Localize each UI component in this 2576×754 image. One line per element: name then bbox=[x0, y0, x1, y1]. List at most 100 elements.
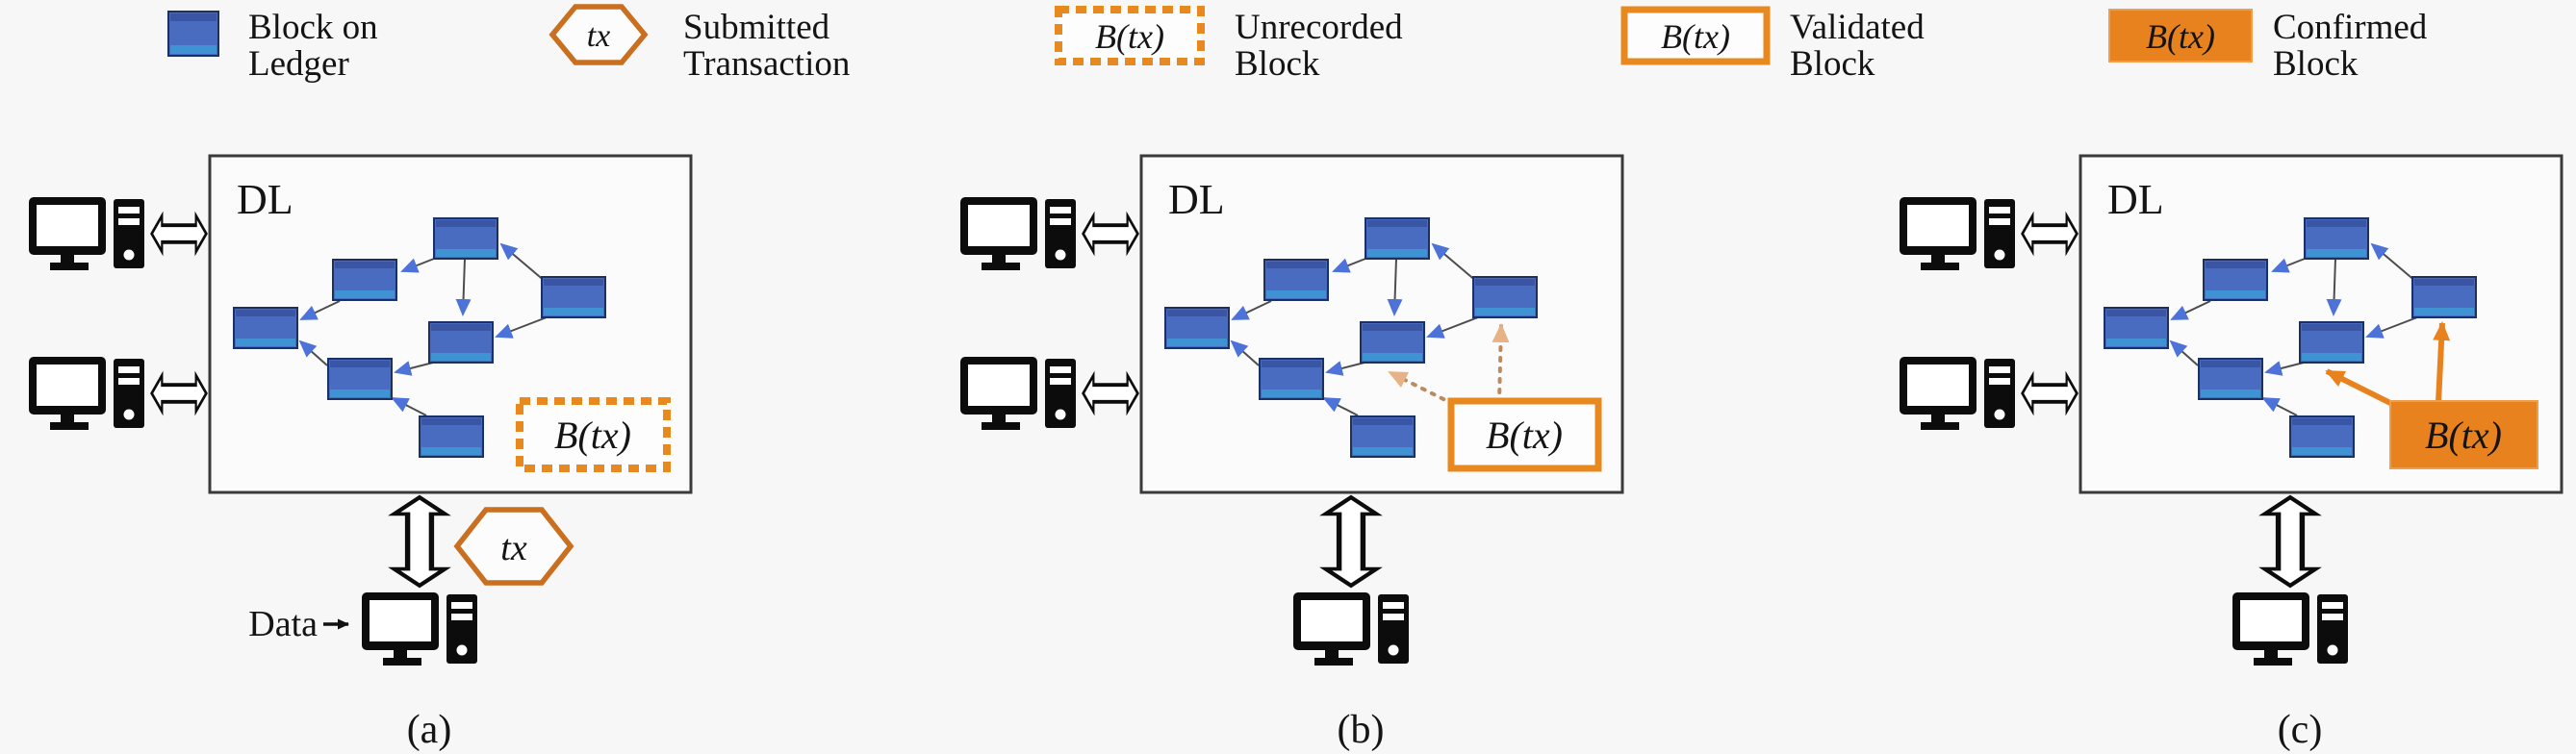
panel-b: DL B(tx) bbox=[960, 154, 1624, 752]
ledger-block bbox=[2304, 217, 2369, 260]
computer-icon bbox=[2232, 592, 2348, 666]
badge-text: B(tx) bbox=[2425, 414, 2502, 457]
legend-label: Block bbox=[1790, 44, 1875, 84]
legend-label: Block on bbox=[248, 8, 378, 47]
double-arrow-icon bbox=[149, 373, 209, 414]
dag-edges bbox=[1230, 242, 1479, 416]
panel-caption: (b) bbox=[1338, 708, 1385, 752]
tx-symbol-text: tx bbox=[587, 18, 611, 54]
ledger-block bbox=[419, 415, 484, 458]
double-arrow-icon bbox=[1081, 214, 1140, 254]
double-arrow-icon bbox=[149, 214, 209, 254]
badge-symbol-text: B(tx) bbox=[1095, 17, 1164, 56]
ledger-block bbox=[428, 321, 494, 364]
dag-edge bbox=[394, 361, 434, 376]
dag-edge bbox=[1332, 256, 1371, 273]
tx-hexagon-icon bbox=[548, 4, 649, 65]
dag-edge bbox=[2271, 256, 2310, 273]
legend-label: Submitted bbox=[683, 8, 830, 47]
dl-label: DL bbox=[237, 176, 293, 223]
ledger-block bbox=[1472, 276, 1538, 318]
dag-edge bbox=[2326, 258, 2342, 316]
dag-edge bbox=[391, 397, 427, 416]
badge-text: B(tx) bbox=[1486, 414, 1563, 457]
dag-edge bbox=[1325, 361, 1365, 376]
dag-edge bbox=[2169, 339, 2199, 366]
tx-hexagon-icon bbox=[453, 507, 574, 586]
ledger-block bbox=[541, 276, 606, 318]
dag-edge bbox=[298, 339, 328, 366]
dag-edge bbox=[455, 258, 472, 316]
computer-icon bbox=[1900, 197, 2015, 270]
legend-label: Block bbox=[1235, 44, 1320, 84]
ledger-block bbox=[2411, 276, 2477, 318]
ledger-block bbox=[332, 259, 397, 301]
confirmed-block-icon bbox=[2108, 9, 2253, 63]
dag-edge bbox=[1230, 339, 1260, 366]
legend-label: Unrecorded bbox=[1235, 8, 1403, 47]
panel-caption: (c) bbox=[2278, 708, 2323, 752]
legend-label: Ledger bbox=[248, 44, 349, 84]
legend-item-unrecorded-block: B(tx) Unrecorded Block bbox=[1055, 6, 1403, 84]
unrecorded-block-badge: B(tx) bbox=[516, 397, 671, 472]
ledger-block bbox=[1360, 321, 1425, 364]
dag-edge bbox=[1431, 242, 1478, 283]
ledger-block bbox=[2299, 321, 2364, 364]
badge-symbol-text: B(tx) bbox=[1661, 17, 1730, 56]
confirmation-arrow bbox=[2433, 321, 2451, 404]
ledger-block bbox=[1350, 415, 1416, 458]
dag-edge bbox=[1387, 258, 1403, 316]
computer-icon bbox=[1900, 357, 2015, 430]
submitted-transaction: tx bbox=[453, 507, 574, 586]
legend-label: Block bbox=[2273, 44, 2359, 84]
legend-item-confirmed-block: B(tx) Confirmed Block bbox=[2108, 8, 2428, 84]
unrecorded-block-icon bbox=[1055, 6, 1205, 65]
ledger-block bbox=[1365, 217, 1430, 260]
double-arrow-icon bbox=[2020, 373, 2079, 414]
panel-c: DL B(tx) bbox=[1900, 154, 2563, 752]
ledger-block bbox=[327, 358, 393, 400]
double-arrow-icon bbox=[2020, 214, 2079, 254]
computer-icon bbox=[29, 197, 144, 270]
legend-item-validated-block: B(tx) Validated Block bbox=[1620, 6, 1925, 84]
ledger-block bbox=[2198, 358, 2263, 400]
double-arrow-icon bbox=[1081, 373, 1140, 414]
legend-item-block-on-ledger: Block on Ledger bbox=[167, 8, 378, 84]
legend-label: Confirmed bbox=[2273, 8, 2428, 47]
dag-edge bbox=[499, 242, 547, 283]
dag-edge bbox=[1322, 397, 1359, 416]
computer-icon bbox=[1293, 592, 1409, 666]
data-input: Data bbox=[248, 604, 349, 644]
ledger-block bbox=[2289, 415, 2355, 458]
computer-icon bbox=[362, 592, 477, 666]
computer-icon bbox=[960, 197, 1076, 270]
legend-item-submitted-transaction: tx Submitted Transaction bbox=[548, 4, 850, 84]
ledger-block bbox=[233, 307, 298, 349]
badge-box bbox=[2389, 400, 2538, 469]
dag-edge bbox=[2261, 397, 2298, 416]
dag-edge bbox=[2365, 316, 2418, 339]
legend-label: Transaction bbox=[683, 44, 850, 84]
ledger-block bbox=[2203, 259, 2268, 301]
computer-icon bbox=[960, 357, 1076, 430]
ledger-block bbox=[1263, 259, 1329, 301]
dag-edges bbox=[298, 242, 548, 416]
ledger-block bbox=[1164, 307, 1230, 349]
validated-block-badge: B(tx) bbox=[1447, 397, 1602, 472]
dag-edge bbox=[495, 316, 548, 339]
legend: Block on Ledger tx Submitted Transaction… bbox=[167, 4, 2428, 84]
validated-block-icon bbox=[1620, 6, 1771, 65]
badge-box bbox=[1447, 397, 1602, 472]
data-label: Data bbox=[248, 604, 318, 644]
ledger-block bbox=[433, 217, 498, 260]
dag-edges bbox=[2169, 242, 2418, 416]
double-arrow-icon bbox=[1326, 497, 1377, 586]
double-arrow-icon bbox=[2265, 497, 2316, 586]
ledger-block-icon bbox=[167, 11, 219, 57]
validation-arrow bbox=[1492, 323, 1510, 405]
dag-edge bbox=[1426, 316, 1479, 339]
dag-edge bbox=[1231, 300, 1272, 320]
ledger-block bbox=[1259, 358, 1324, 400]
